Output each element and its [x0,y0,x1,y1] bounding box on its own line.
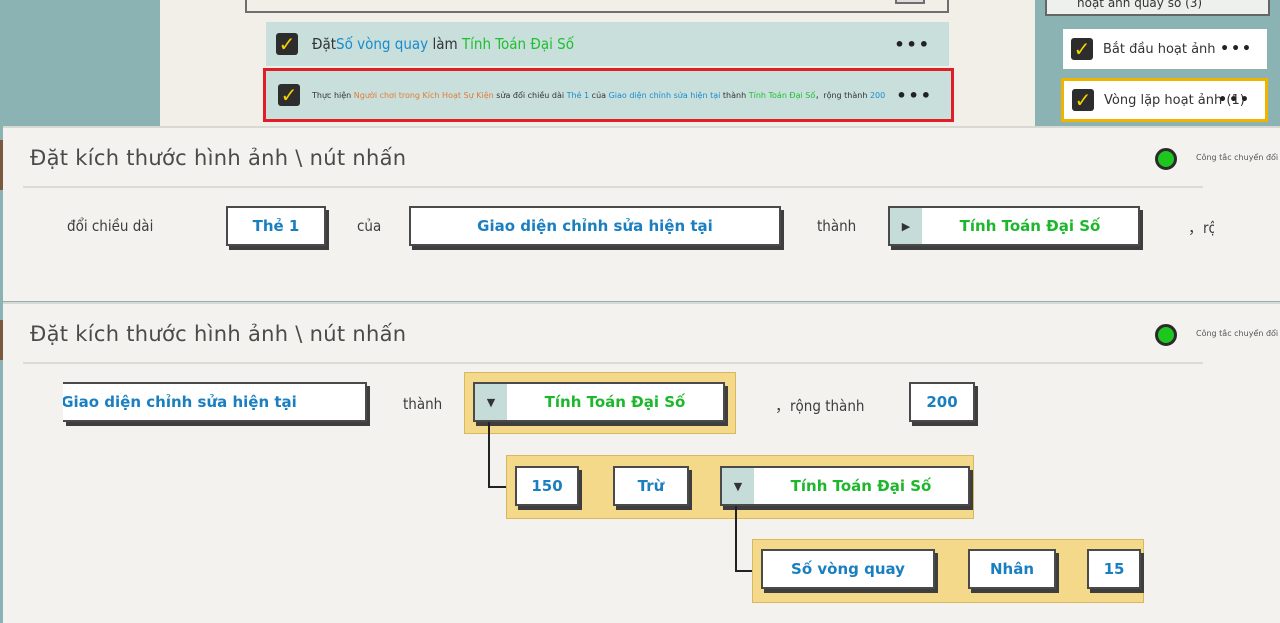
calc-dropdown[interactable]: ▼ Tính Toán Đại Số [473,382,725,422]
checkmark-icon[interactable]: ✓ [276,33,298,55]
left-edge-decor [0,320,4,360]
animation-group-header: hoạt ảnh quay số (3) [1045,0,1270,16]
operator-selector[interactable]: Nhân [968,549,1056,589]
action-text: ĐặtSố vòng quay làm Tính Toán Đại Số [312,35,574,53]
dropdown-arrow-icon[interactable]: ▼ [722,468,754,504]
width-label: ，rộng thành [775,397,865,415]
connector-line [735,570,757,572]
checkmark-icon[interactable]: ✓ [1072,89,1094,111]
dropdown-arrow-icon[interactable]: ▼ [475,384,507,420]
length-label: đổi chiều dài [67,217,154,235]
dialog-title: Đặt kích thước hình ảnh \ nút nhấn [30,322,407,346]
to-label: thành [403,395,443,413]
animation-item-start[interactable]: ✓ Bắt đầu hoạt ảnh ••• [1063,29,1267,69]
card-selector[interactable]: Thẻ 1 [226,206,326,246]
connector-line [488,486,510,488]
calc-value: Tính Toán Đại Số [790,477,932,495]
calc-dropdown[interactable]: ▶ Tính Toán Đại Số [888,206,1140,246]
calc-value: Tính Toán Đại Số [959,217,1101,235]
toggle-label: Công tắc chuyển đổi [1196,329,1279,338]
more-dots-icon[interactable]: ••• [896,85,933,105]
action-row-resize-selected[interactable]: ✓ Thực hiện Người chơi trong Kích Hoạt S… [263,68,954,122]
ui-selector[interactable]: Giao diện chỉnh sửa hiện tại [63,382,367,422]
width-label-partial: ，rộ [1188,219,1214,237]
divider [23,362,1203,364]
more-dots-icon[interactable]: ••• [1218,92,1251,108]
operator-selector[interactable]: Trừ [613,466,689,506]
animation-item-label: Bắt đầu hoạt ảnh [1103,41,1216,57]
toggle-label: Công tắc chuyển đổi [1196,153,1279,162]
width-input[interactable]: 200 [909,382,975,422]
calc-value: Tính Toán Đại Số [544,393,686,411]
dialog-title: Đặt kích thước hình ảnh \ nút nhấn [30,146,407,170]
action-text: Thực hiện Người chơi trong Kích Hoạt Sự … [312,90,886,100]
divider [23,186,1203,188]
variable-selector[interactable]: Số vòng quay [761,549,935,589]
toggle-switch-icon[interactable] [1155,324,1177,346]
connector-line [488,422,490,488]
animation-item-label: Vòng lặp hoạt ảnh (1) [1104,92,1245,108]
action-row-set-variable[interactable]: ✓ ĐặtSố vòng quay làm Tính Toán Đại Số •… [266,22,949,66]
action-group-header [245,0,949,13]
calc-dropdown[interactable]: ▼ Tính Toán Đại Số [720,466,970,506]
resize-dialog-2: Đặt kích thước hình ảnh \ nút nhấn Công … [3,302,1280,623]
more-dots-icon[interactable]: ••• [894,34,931,54]
ui-selector[interactable]: Giao diện chỉnh sửa hiện tại [409,206,781,246]
of-label: của [357,217,382,235]
resize-dialog-1: Đặt kích thước hình ảnh \ nút nhấn Công … [3,126,1280,301]
number-input[interactable]: 15 [1087,549,1141,589]
scroll-handle[interactable] [895,0,925,4]
checkmark-icon[interactable]: ✓ [1071,38,1093,60]
toggle-switch-icon[interactable] [1155,148,1177,170]
to-label: thành [817,217,857,235]
connector-line [735,506,737,572]
left-edge-decor [0,140,4,190]
number-input[interactable]: 150 [515,466,579,506]
animation-item-loop[interactable]: ✓ Vòng lặp hoạt ảnh (1) ••• [1061,78,1268,122]
dropdown-arrow-icon[interactable]: ▶ [890,208,922,244]
more-dots-icon[interactable]: ••• [1220,41,1253,57]
checkmark-icon[interactable]: ✓ [278,84,300,106]
